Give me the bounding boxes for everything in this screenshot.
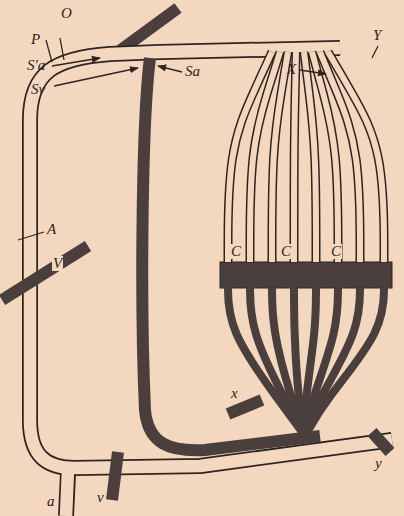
vessel-x [228,400,262,414]
venous-capillary [305,282,360,436]
arterial-capillary [272,52,288,262]
arterial-capillary [294,52,296,262]
arterial-capillary [328,52,384,262]
vessel-label: P [30,32,41,47]
vessel-a [66,470,68,516]
arterial-capillary [294,52,296,262]
vessel-label: V [52,256,63,271]
marker-p [60,38,64,60]
vessel-V [2,246,88,300]
vessel-label: O [60,6,73,21]
marker-a [18,232,44,240]
capillary-label: C [280,244,292,259]
arterial-capillary [328,52,384,262]
venous-capillary [305,282,384,436]
vessel-label: y [374,456,383,471]
arterial-capillary [304,52,316,262]
arrow-sv [54,68,138,86]
venous-capillary [272,282,305,436]
vessel-label: Sa [184,64,201,79]
vessel-label: x [230,386,239,401]
vessel-label: Y [372,28,382,43]
arterial-capillary [272,52,288,262]
vessel-label: a [46,494,56,509]
capillary-label: C [230,244,242,259]
arrow-s-prime-a [52,58,100,66]
white-vessel-loop [30,48,392,468]
vessel-y [372,432,390,452]
vessel-label: A [46,222,57,237]
vessel-label: S′a [26,58,46,73]
arterial-capillary [320,52,360,262]
capillary-bed [220,52,392,436]
venous-capillary [228,282,305,436]
arrow-x [300,70,326,74]
venous-band [220,262,392,288]
vessel-label: Sv [30,82,46,97]
vessel-label: X [286,62,297,77]
arterial-capillary [304,52,316,262]
vessel-label: v [96,490,105,505]
venous-capillary [250,282,305,436]
arrow-sa [158,66,182,72]
capillary-label: C [330,244,342,259]
leader-y [372,46,378,58]
vessel-v [112,452,118,500]
marker-p [46,40,52,62]
arterial-capillary [320,52,360,262]
